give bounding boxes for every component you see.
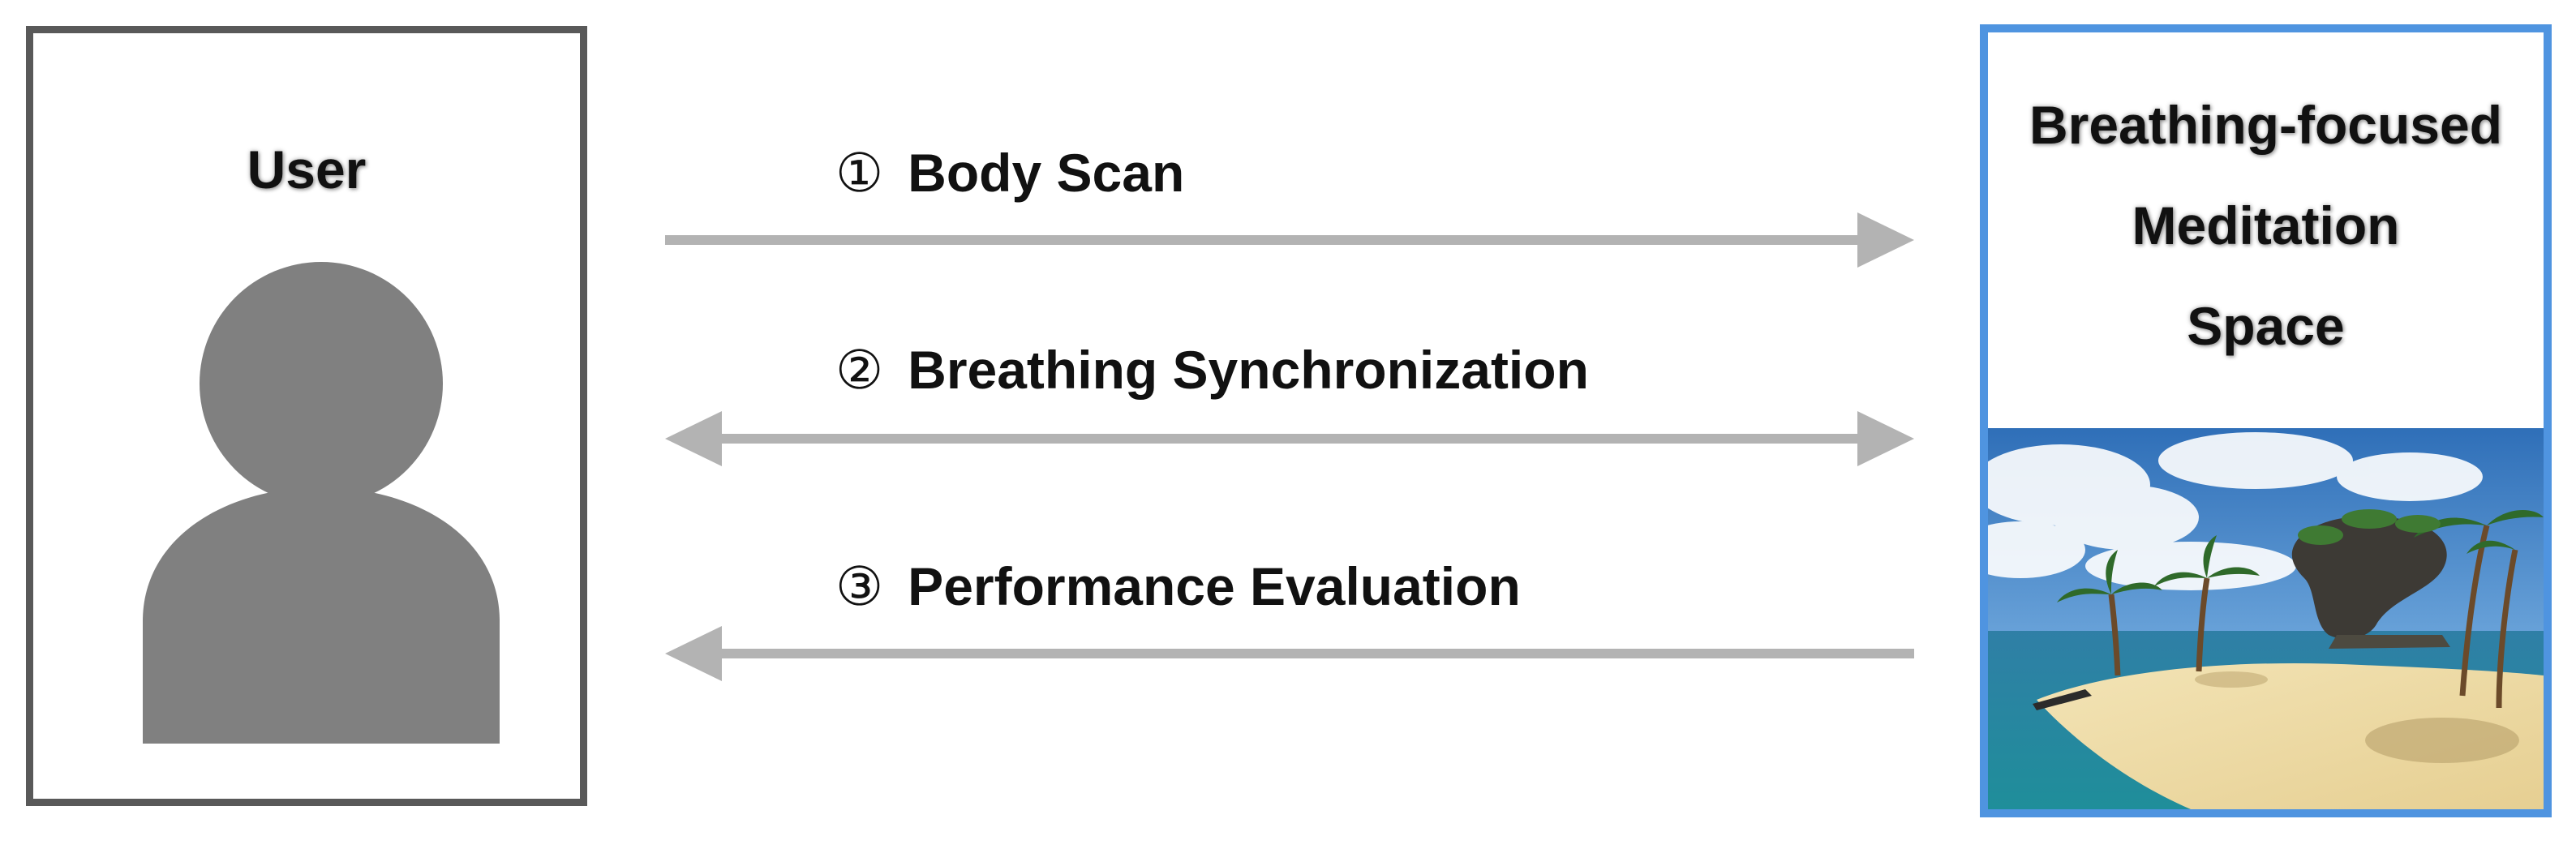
step-number: ①	[835, 142, 884, 204]
user-panel: User	[26, 26, 587, 806]
step-text: Breathing Synchronization	[908, 340, 1589, 400]
arrow-performance-eval	[665, 626, 1914, 681]
space-title: Breathing-focused Meditation Space	[1988, 75, 2544, 376]
arrow-body-scan	[665, 212, 1914, 268]
tropical-beach-scene	[1988, 428, 2544, 809]
person-icon	[143, 262, 500, 744]
step-label-performance-eval: ③ Performance Evaluation	[835, 555, 1521, 618]
meditation-space-panel: Breathing-focused Meditation Space	[1980, 24, 2552, 817]
user-title: User	[247, 139, 367, 199]
step-number: ③	[835, 555, 884, 618]
space-title-line: Meditation	[2132, 195, 2400, 255]
step-label-breathing-sync: ② Breathing Synchronization	[835, 339, 1589, 401]
step-text: Performance Evaluation	[908, 556, 1521, 616]
step-number: ②	[835, 339, 884, 401]
step-label-body-scan: ① Body Scan	[835, 142, 1184, 204]
space-title-line: Space	[2187, 296, 2345, 356]
space-title-line: Breathing-focused	[2029, 95, 2503, 155]
step-text: Body Scan	[908, 143, 1185, 203]
arrow-breathing-sync	[665, 411, 1914, 466]
